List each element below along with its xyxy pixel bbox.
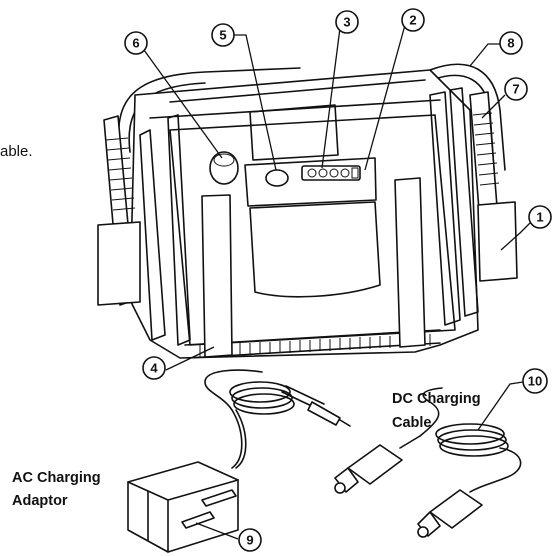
- gauge: [209, 151, 239, 185]
- dc-label-line1: DC Charging: [392, 391, 481, 407]
- dc-charging-cable: [334, 387, 522, 538]
- callout-6-number: 6: [132, 36, 139, 51]
- callout-1-number: 1: [536, 210, 543, 225]
- callout-1: [528, 205, 552, 229]
- ac-label-line1: AC Charging: [12, 470, 101, 486]
- callout-7: [504, 77, 528, 101]
- callout-3-number: 3: [343, 15, 350, 30]
- callout-4-number: 4: [150, 361, 158, 376]
- callout-8: [499, 31, 523, 55]
- callout-5: [211, 23, 235, 47]
- ac-label-line2: Adaptor: [12, 493, 68, 509]
- control-panel: [244, 157, 377, 207]
- callout-5-number: 5: [219, 28, 226, 43]
- callout-2-number: 2: [409, 13, 416, 28]
- callout-9-number: 9: [246, 533, 253, 548]
- side-text-fragment: able.: [0, 143, 33, 160]
- left-clamp: [97, 115, 141, 306]
- right-clamp: [469, 91, 518, 282]
- callout-10: [522, 368, 548, 394]
- callout-3: [335, 10, 359, 34]
- power-button: [265, 169, 289, 187]
- callout-8-number: 8: [507, 36, 514, 51]
- callout-4: [142, 356, 166, 380]
- display-window: [249, 104, 339, 161]
- callout-9: [238, 528, 262, 552]
- ac-adaptor: [127, 369, 351, 553]
- callout-6: [124, 31, 148, 55]
- jump-starter-unit: [97, 63, 518, 359]
- callout-10-number: 10: [528, 374, 542, 389]
- callout-7-number: 7: [512, 82, 519, 97]
- callout-2: [401, 8, 425, 32]
- dc-label-line2: Cable: [392, 415, 432, 431]
